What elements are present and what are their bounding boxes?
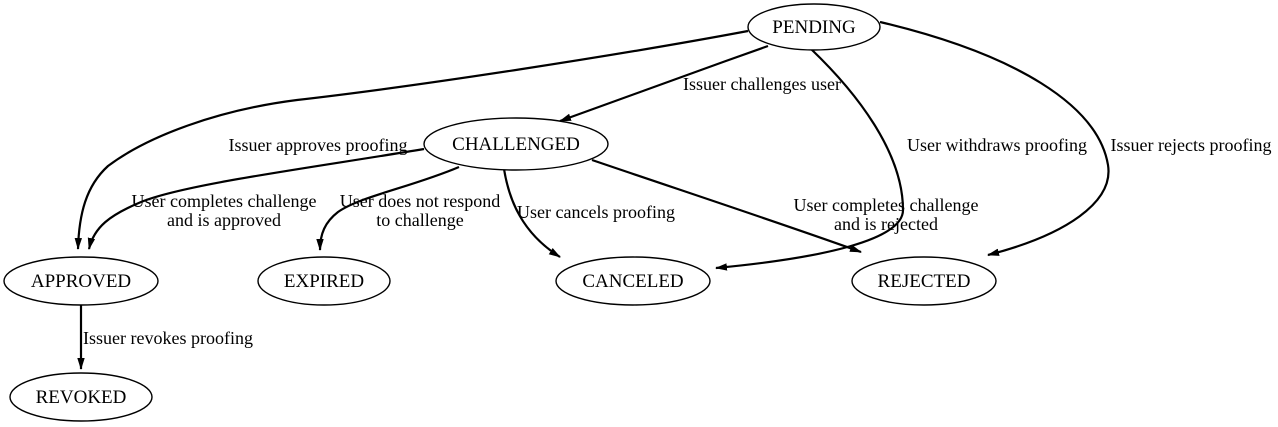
node-label-expired: EXPIRED [284, 271, 364, 292]
nodes-layer: PENDING CHALLENGED APPROVED EXPIRED CANCELED… [3, 3, 997, 422]
edge-challenged-approved [87, 147, 425, 250]
node-ellipse-rejected [851, 256, 997, 306]
edge-pending-challenged [559, 44, 769, 123]
node-ellipse-expired [257, 256, 391, 306]
node-label-pending: PENDING [772, 17, 856, 38]
node-ellipse-pending [747, 3, 881, 51]
edge-label-line: User does not respond [340, 191, 500, 211]
edge-pending-canceled [715, 48, 905, 271]
node-label-challenged: CHALLENGED [452, 134, 580, 155]
node-ellipse-challenged [423, 117, 609, 171]
edge-label-line: Issuer challenges user [683, 74, 841, 94]
edge-label-approved-revoked: Issuer revokes proofing [83, 328, 253, 348]
edge-label-challenged-canceled: User cancels proofing [517, 202, 675, 222]
edge-label-line: User completes challenge [132, 191, 317, 211]
node-rejected: REJECTED [851, 256, 997, 306]
edge-label-line: and is rejected [834, 214, 938, 234]
edge-pending-approved [74, 29, 749, 250]
edge-label-pending-rejected: Issuer rejects proofing [1111, 135, 1272, 155]
edge-label-pending-canceled: User withdraws proofing [907, 135, 1087, 155]
edge-pending-rejected [879, 20, 1110, 257]
node-canceled: CANCELED [555, 256, 711, 306]
edge-label-line: User withdraws proofing [907, 135, 1087, 155]
node-label-canceled: CANCELED [582, 271, 683, 292]
edge-label-line: User completes challenge [794, 195, 979, 215]
edge-label-pending-challenged: Issuer challenges user [683, 74, 841, 94]
node-approved: APPROVED [3, 256, 159, 306]
node-pending: PENDING [747, 3, 881, 51]
edge-challenged-expired [316, 165, 460, 251]
edge-label-line: User cancels proofing [517, 202, 675, 222]
node-label-approved: APPROVED [31, 271, 131, 292]
edge-label-pending-approved: Issuer approves proofing [229, 135, 408, 155]
node-ellipse-approved [3, 256, 159, 306]
edge-label-line: and is approved [167, 210, 281, 230]
node-revoked: REVOKED [9, 372, 153, 422]
edges-layer [74, 20, 1110, 370]
edge-label-line: to challenge [376, 210, 463, 230]
edge-label-line: Issuer revokes proofing [83, 328, 253, 348]
node-ellipse-canceled [555, 256, 711, 306]
edge-challenged-rejected [591, 158, 862, 254]
node-expired: EXPIRED [257, 256, 391, 306]
node-ellipse-revoked [9, 372, 153, 422]
node-label-revoked: REVOKED [36, 387, 127, 408]
edge-label-line: Issuer approves proofing [229, 135, 408, 155]
edge-challenged-canceled [502, 168, 561, 258]
node-label-rejected: REJECTED [878, 271, 971, 292]
edge-label-line: Issuer rejects proofing [1111, 135, 1272, 155]
node-challenged: CHALLENGED [423, 117, 609, 171]
